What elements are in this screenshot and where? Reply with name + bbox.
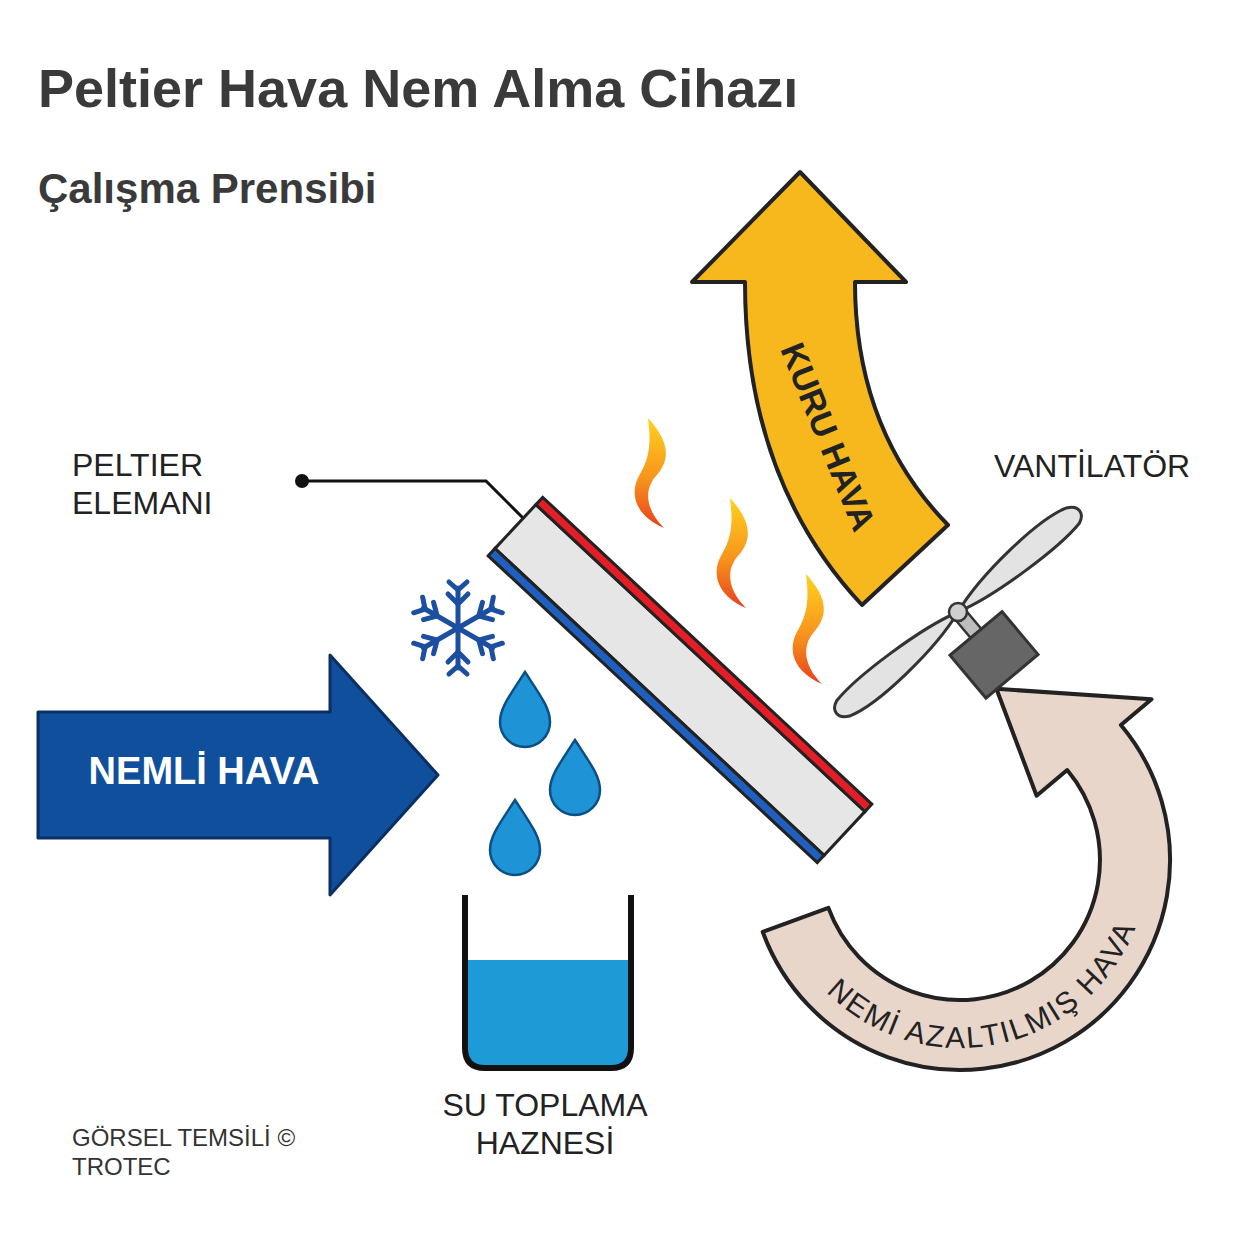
recirculated-air-arrow xyxy=(763,689,1170,1070)
title: Peltier Hava Nem Alma Cihazı xyxy=(38,56,1138,121)
part-label: SU TOPLAMA HAZNESİ xyxy=(415,1086,675,1163)
water-tank xyxy=(465,895,631,1068)
subtitle: Çalışma Prensibi xyxy=(38,164,738,214)
leader-line xyxy=(295,474,526,521)
part-label: VANTİLATÖR xyxy=(994,447,1244,485)
heat-waves xyxy=(635,418,824,684)
water-drops xyxy=(490,672,600,875)
fan xyxy=(827,499,1089,725)
snowflake-icon xyxy=(413,582,503,674)
water-fill xyxy=(465,960,631,1068)
arrow-label: KURU HAVA xyxy=(772,337,884,537)
arrow-label: NEMLİ HAVA xyxy=(89,749,320,795)
humid-air-arrow xyxy=(38,655,438,895)
part-label: PELTIER ELEMANI xyxy=(72,446,257,523)
arrow-label: NEMİ AZALTILMIŞ HAVA xyxy=(822,915,1142,1054)
copyright-note: GÖRSEL TEMSİLİ © TROTEC xyxy=(72,1124,322,1182)
peltier-element xyxy=(488,497,872,862)
